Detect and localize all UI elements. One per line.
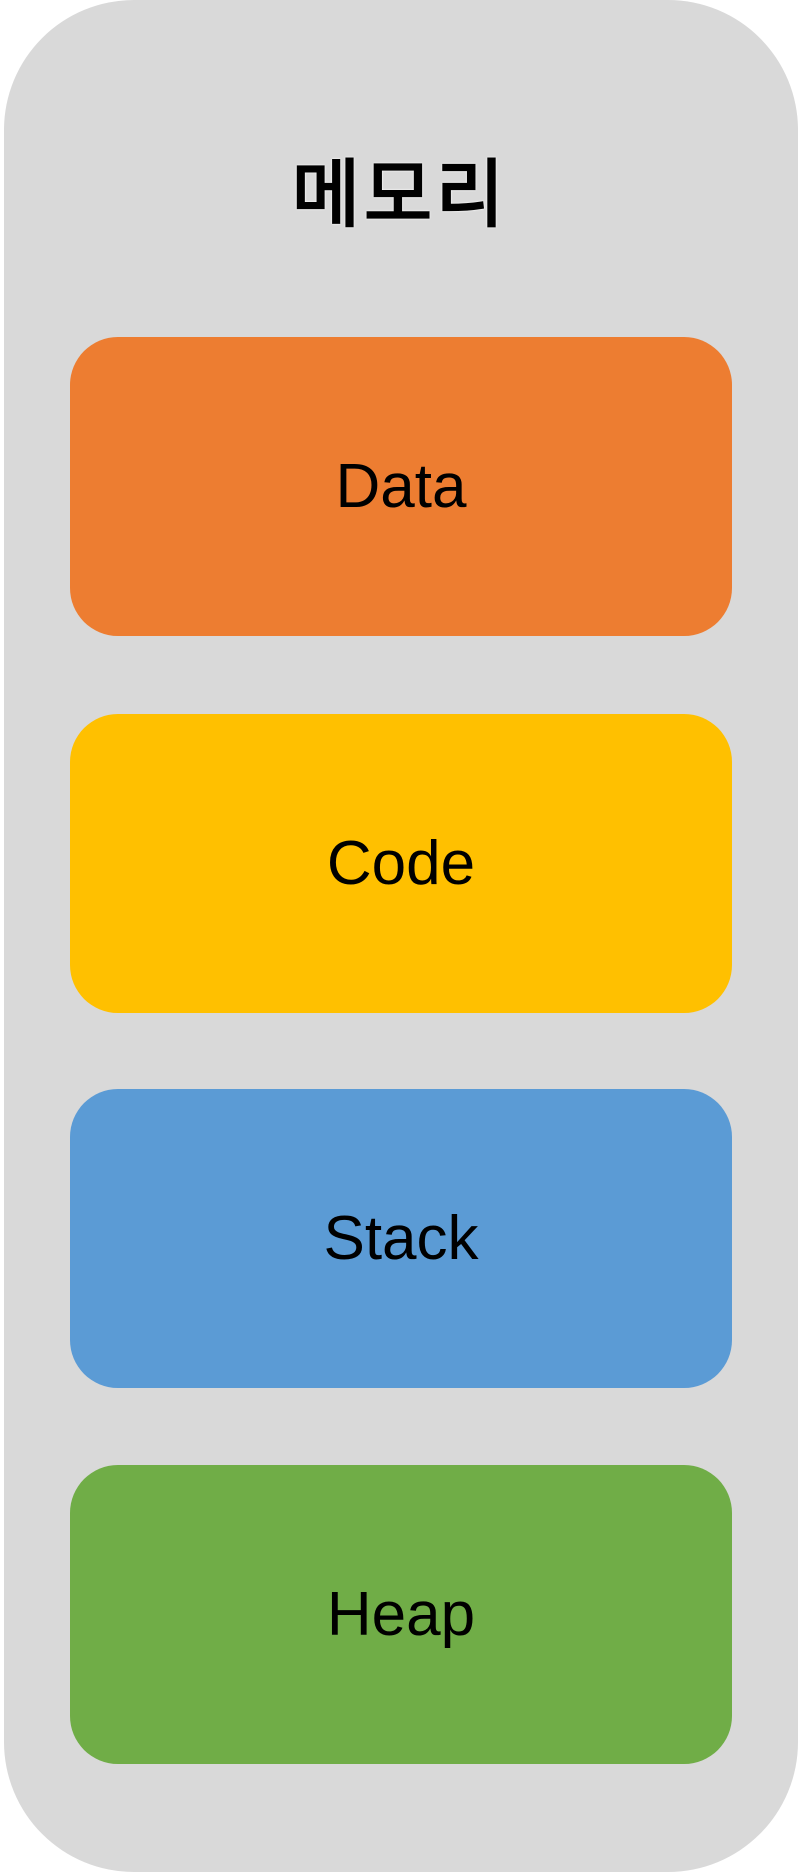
segment-data: Data <box>70 337 732 636</box>
segment-label: Heap <box>326 1579 476 1649</box>
segment-label: Code <box>326 828 476 898</box>
segment-label: Data <box>335 451 467 521</box>
segment-label: Stack <box>323 1203 479 1273</box>
segment-stack: Stack <box>70 1089 732 1388</box>
segment-heap: Heap <box>70 1465 732 1764</box>
segment-code: Code <box>70 714 732 1013</box>
memory-title: 메모리 <box>291 152 509 238</box>
